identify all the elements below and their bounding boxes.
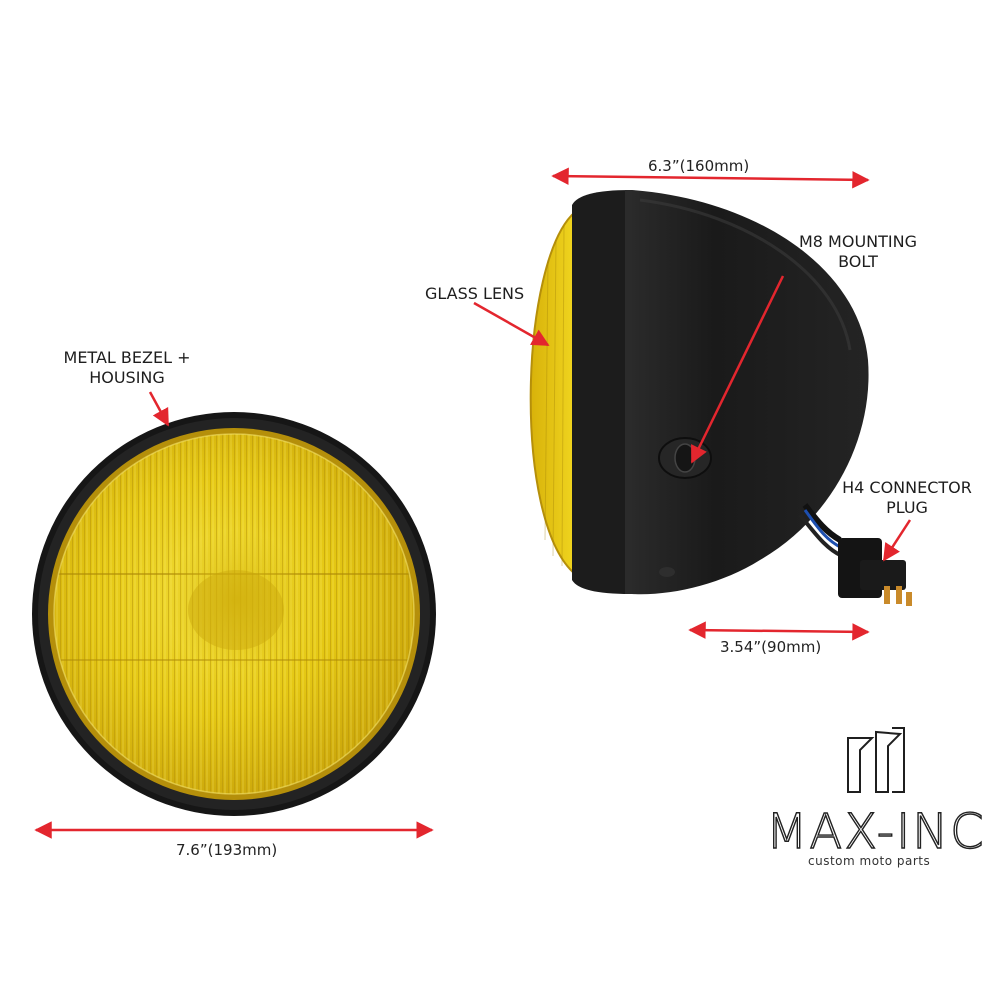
connector-plug-label: H4 CONNECTOR PLUG [832, 478, 982, 518]
arrow-connector-plug [882, 519, 912, 562]
dimension-arrow-side [551, 167, 870, 189]
mounting-bolt-label-line2: BOLT [838, 252, 878, 271]
side-headlight [529, 190, 912, 606]
annotation-arrows [34, 167, 912, 839]
dimension-arrow-rear [688, 621, 870, 641]
front-headlight [32, 412, 436, 816]
max-inc-logo-icon [847, 727, 905, 793]
connector-plug-label-line2: PLUG [886, 498, 928, 517]
connector-plug-label-line1: H4 CONNECTOR [842, 478, 972, 497]
metal-bezel-label-line1: METAL BEZEL + [63, 348, 191, 367]
metal-bezel-label: METAL BEZEL + HOUSING [62, 348, 192, 388]
rear-width-label: 3.54”(90mm) [720, 638, 822, 656]
arrow-metal-bezel [148, 391, 170, 427]
metal-bezel-label-line2: HOUSING [89, 368, 165, 387]
max-inc-tagline: custom moto parts [808, 854, 931, 868]
mounting-bolt-label-line1: M8 MOUNTING [798, 232, 917, 251]
max-inc-logo-text: MAX-INC [765, 804, 986, 860]
front-diameter-label: 7.6”(193mm) [176, 841, 278, 859]
mounting-bolt-label: M8 MOUNTING BOLT [788, 232, 928, 272]
glass-lens-label: GLASS LENS [425, 284, 525, 303]
side-depth-label: 6.3”(160mm) [648, 157, 750, 175]
arrow-glass-lens [473, 301, 550, 347]
arrow-mounting-bolt [690, 275, 785, 464]
